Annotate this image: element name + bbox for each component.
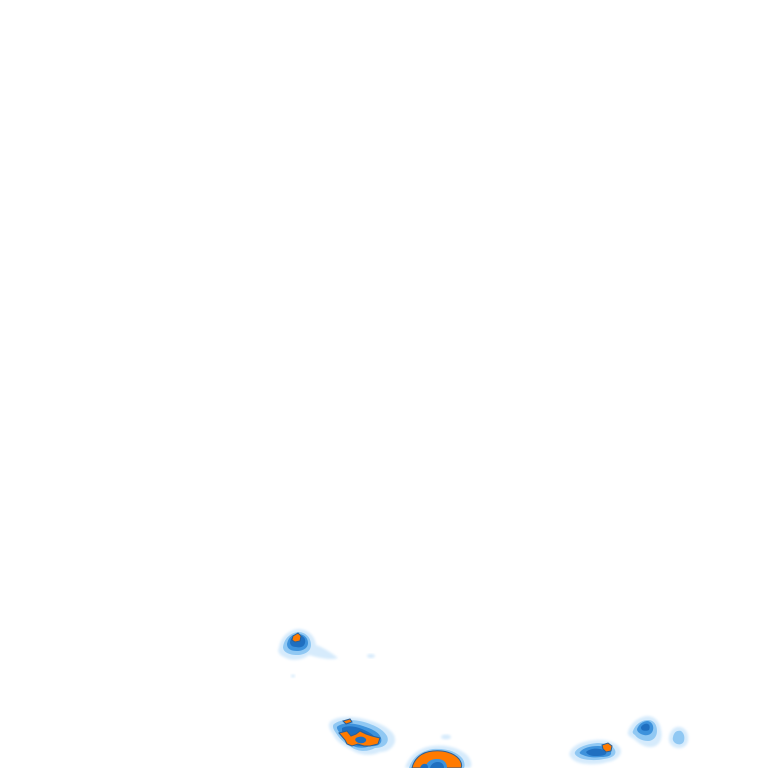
precip-cell-1 — [278, 629, 375, 678]
precip-cell-4 — [569, 739, 621, 765]
precip-cell-3 — [405, 745, 472, 768]
precip-cell-5 — [627, 716, 689, 749]
precip-cell-2 — [329, 717, 451, 755]
